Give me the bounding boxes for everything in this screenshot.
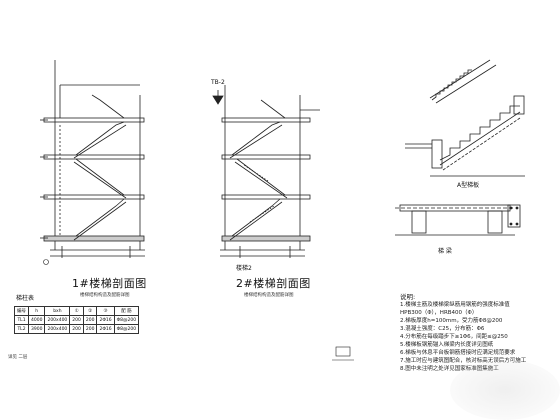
schedule-header-cell: 编号 bbox=[14, 306, 29, 316]
schedule-cell: 2Φ16 bbox=[96, 315, 115, 325]
notes-title: 说明: bbox=[400, 293, 416, 301]
detail-a-stair-slab bbox=[405, 59, 525, 177]
note-line: 4.分布筋在每级踏步下≥1Φ6，间距≤@250 bbox=[400, 334, 508, 340]
schedule-header-row: 编号 h bxh ① ② ③ 配 筋 bbox=[14, 306, 140, 316]
detail-b-title: 梯 梁 bbox=[438, 248, 452, 255]
stair1-section bbox=[40, 60, 145, 258]
schedule-row: TL1 4000 200x400 200 200 2Φ16 Φ8@200 bbox=[14, 315, 140, 325]
schedule-cell: 200x400 bbox=[44, 324, 71, 334]
detail-b-beam bbox=[395, 204, 521, 236]
schedule-table: 编号 h bxh ① ② ③ 配 筋 TL1 4000 200x400 200 … bbox=[14, 306, 140, 334]
general-notes: 说明: 1.楼梯主筋及楼梯梁纵筋用钢筋的强度标准值 HPB300（Φ），HRB4… bbox=[400, 293, 526, 373]
note-line: 1.楼梯主筋及楼梯梁纵筋用钢筋的强度标准值 bbox=[400, 302, 510, 308]
detail-a-title: A型梯板 bbox=[457, 182, 480, 189]
bottom-left-mark: 详见 二层 bbox=[8, 355, 28, 360]
watermark-glow bbox=[450, 360, 560, 420]
symbol-box bbox=[335, 346, 351, 357]
note-line: 5.楼梯板钢筋锚入梯梁内长度详见图纸 bbox=[400, 342, 494, 348]
schedule-cell: 2Φ16 bbox=[96, 324, 115, 334]
schedule-header-cell: h bbox=[27, 306, 46, 316]
schedule-row: TL2 3900 200x400 200 200 2Φ16 Φ8@200 bbox=[14, 324, 140, 334]
schedule-cell: 200 bbox=[82, 315, 98, 325]
note-line: HPB300（Φ），HRB400（Φ） bbox=[400, 310, 478, 316]
stair1-subtitle: 楼梯结构构造及配筋详图 bbox=[80, 293, 130, 298]
schedule-cell: TL2 bbox=[14, 324, 29, 334]
axis-marker bbox=[43, 259, 49, 265]
schedule-cell: 200 bbox=[69, 324, 84, 334]
schedule-header-cell: bxh bbox=[44, 306, 71, 316]
schedule-cell: Φ8@200 bbox=[113, 315, 140, 325]
schedule-header-cell: ② bbox=[82, 306, 98, 316]
schedule-cell: 200 bbox=[69, 315, 84, 325]
schedule-title: 梯柱表 bbox=[16, 295, 35, 302]
note-line: 2.梯板厚度h=100mm，受力筋Φ8@200 bbox=[400, 318, 503, 324]
note-line: 8.图中未注明之处详见国家标准图集施工 bbox=[400, 366, 499, 372]
stair2-section bbox=[212, 85, 320, 258]
stair2-title: 2#楼梯剖面图 bbox=[236, 277, 311, 290]
schedule-header-cell: 配 筋 bbox=[113, 306, 140, 316]
stair2-top-tag: TB-2 bbox=[211, 79, 225, 86]
note-line: 6.梯板与休息平台板钢筋搭接时应满足规范要求 bbox=[400, 350, 516, 356]
note-line: 7.施工时应与建筑图配合，核对标高无误后方可施工 bbox=[400, 358, 527, 364]
note-line: 3.混凝土强度：C25，分布筋：Φ6 bbox=[400, 326, 485, 332]
schedule-cell: 4000 bbox=[27, 315, 46, 325]
schedule-cell: Φ8@200 bbox=[113, 324, 140, 334]
stair2-bottom-tag: 楼梯2 bbox=[236, 265, 252, 272]
schedule-cell: 200 bbox=[82, 324, 98, 334]
schedule-cell: 3900 bbox=[27, 324, 46, 334]
schedule-cell: 200x400 bbox=[44, 315, 71, 325]
schedule-header-cell: ① bbox=[69, 306, 84, 316]
stair2-subtitle: 楼梯结构构造及配筋详图 bbox=[244, 293, 294, 298]
schedule-cell: TL1 bbox=[14, 315, 29, 325]
schedule-header-cell: ③ bbox=[96, 306, 115, 316]
stair1-title: 1#楼梯剖面图 bbox=[72, 277, 147, 290]
